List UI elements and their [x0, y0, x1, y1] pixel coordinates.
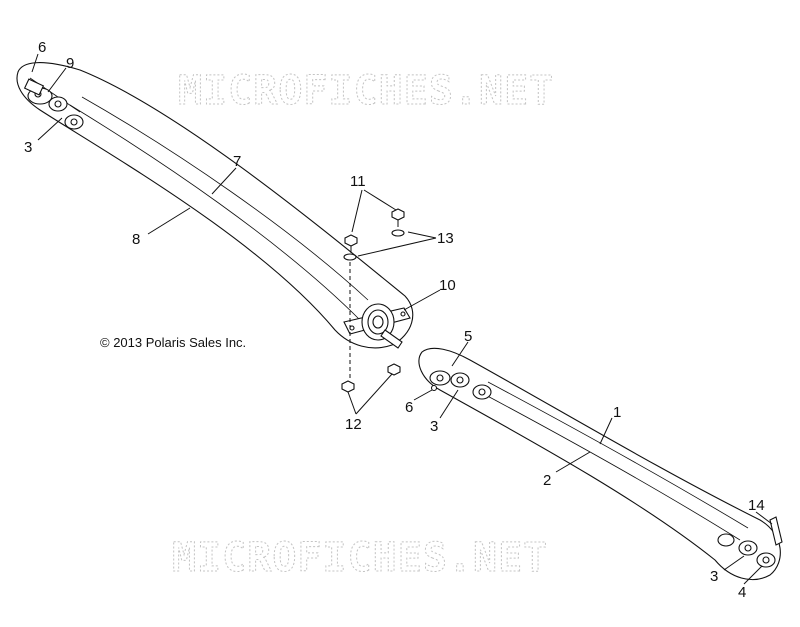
mounting-hardware [341, 208, 405, 393]
callout-6-middle: 6 [405, 399, 413, 416]
rear-prop-shaft [418, 347, 781, 581]
callout-3-bottom: 3 [710, 568, 718, 585]
callout-6-top: 6 [38, 39, 46, 56]
callout-12: 12 [345, 416, 362, 433]
carrier-bearing [343, 303, 411, 349]
leader-lines [31, 53, 773, 585]
callout-3-middle: 3 [430, 418, 438, 435]
callout-3-top: 3 [24, 139, 32, 156]
callout-10: 10 [439, 277, 456, 294]
copyright-notice: © 2013 Polaris Sales Inc. [100, 335, 246, 350]
callout-7: 7 [233, 153, 241, 170]
callout-13: 13 [437, 230, 454, 247]
callout-2: 2 [543, 472, 551, 489]
callout-5: 5 [464, 328, 472, 345]
rear-shaft-front-u-joint [429, 370, 492, 400]
callout-9: 9 [66, 55, 74, 72]
front-prop-shaft [16, 62, 414, 349]
callout-14: 14 [748, 497, 765, 514]
front-u-joint [23, 78, 84, 130]
rear-shaft-rear-u-joint [717, 516, 783, 568]
callout-4: 4 [738, 584, 746, 601]
callout-1: 1 [613, 404, 621, 421]
watermark-top: MICROFICHES.NET [178, 68, 554, 114]
callout-11: 11 [350, 173, 366, 190]
callouts: 6 9 3 7 8 11 13 10 12 5 6 3 1 2 14 3 4 [24, 39, 765, 601]
callout-8: 8 [132, 231, 140, 248]
watermark-bottom: MICROFICHES.NET [172, 535, 548, 581]
